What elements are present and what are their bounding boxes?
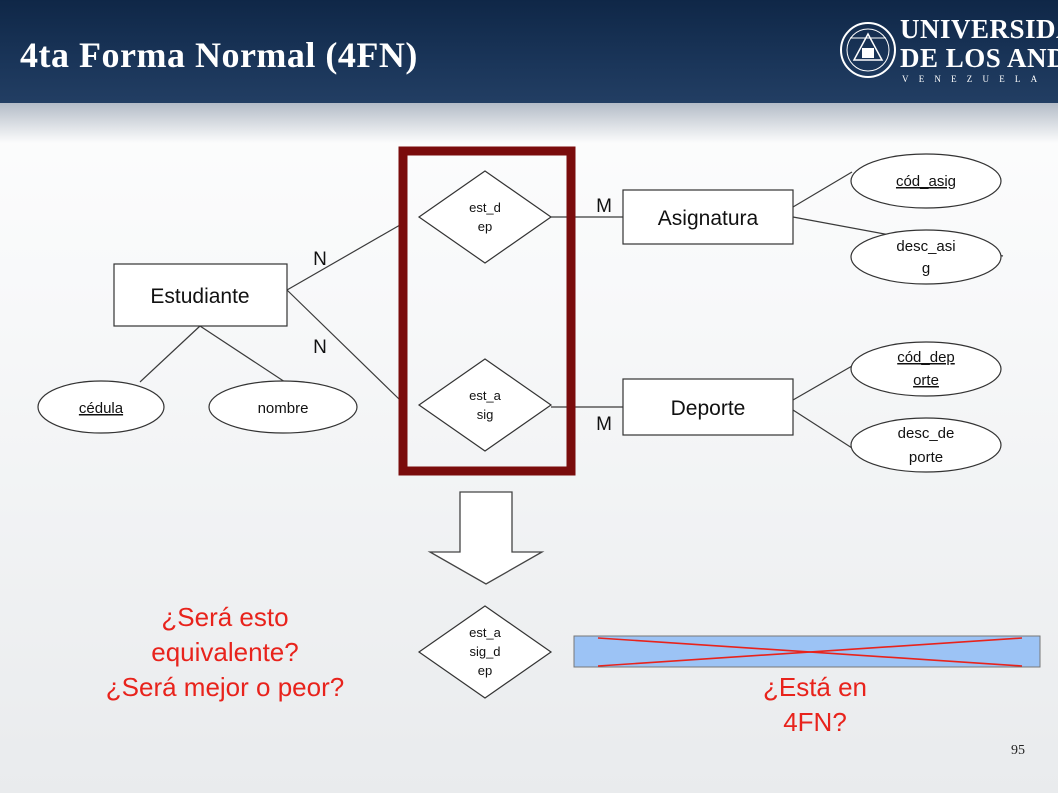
relationship-est-asig-dep-line-3: ep [478,663,492,678]
header-shadow [0,103,1058,143]
relationship-est-asig-dep-line-2: sig_d [469,644,500,659]
entity-asignatura: Asignatura [658,207,759,230]
attribute-cod-deporte-ellipse [850,341,1002,397]
question-left: ¿Será esto equivalente? ¿Será mejor o pe… [60,600,390,705]
entity-deporte-box [622,378,794,436]
question-right: ¿Está en 4FN? [715,670,915,740]
question-left-line-2: equivalente? [151,637,299,667]
relationship-est-dep-line-1: est_d [469,200,501,215]
down-arrow-icon [427,491,545,585]
entity-estudiante-box [113,263,288,327]
relationship-est-dep-diamond [417,170,553,264]
attribute-desc-asig-ellipse [850,229,1002,285]
attribute-cod-deporte-line-1: cód_dep [897,349,955,366]
attribute-cedula: cédula [79,400,124,417]
attribute-nombre: nombre [258,400,309,417]
logo-line-2: DE LOS ANDES [900,43,1058,73]
relationship-est-asig-dep-line-1: est_a [469,625,502,640]
entity-deporte: Deporte [671,397,746,420]
cardinality-n-top: N [313,249,327,270]
logo-line-1: UNIVERSIDAD [900,14,1058,44]
question-right-line-1: ¿Está en [762,672,868,702]
question-right-line-2: 4FN? [783,707,847,737]
cardinality-m-top: M [596,196,612,217]
relationship-est-asig-line-2: sig [477,407,494,422]
attribute-cod-asig-ellipse [850,153,1002,209]
relationship-est-asig-line-1: est_a [469,388,502,403]
attribute-desc-deporte-line-1: desc_de [898,425,955,442]
attribute-desc-asig-line-1: desc_asi [896,238,955,255]
question-left-line-3: ¿Será mejor o peor? [105,672,345,702]
attribute-desc-deporte-line-2: porte [909,449,943,466]
attribute-nombre-ellipse [208,380,358,434]
slide-header [0,0,1058,103]
attribute-cedula-ellipse [37,380,165,434]
attribute-desc-deporte-ellipse [850,417,1002,473]
entity-estudiante: Estudiante [150,285,249,308]
relationship-est-asig-diamond [417,358,553,452]
highlight-frame [398,146,576,476]
slide-title: 4ta Forma Normal (4FN) [20,35,418,75]
attribute-desc-asig-line-2: g [922,260,930,277]
cardinality-n-bottom: N [313,337,327,358]
university-seal-icon [840,22,896,78]
university-logo: UNIVERSIDAD DE LOS ANDES VENEZUELA [838,12,1058,92]
attribute-cod-asig: cód_asig [896,173,956,190]
cross-line-2 [597,637,1023,667]
logo-line-3: VENEZUELA [902,74,1048,84]
attribute-cod-deporte-line-2: orte [913,372,939,389]
cardinality-m-bottom: M [596,414,612,435]
page-number: 95 [1011,743,1025,758]
relationship-est-asig-dep-diamond [417,605,553,699]
relationship-est-dep-line-2: ep [478,219,492,234]
connector-lines [139,171,1004,449]
question-left-line-1: ¿Será esto [161,602,289,632]
entity-asignatura-box [622,189,794,245]
